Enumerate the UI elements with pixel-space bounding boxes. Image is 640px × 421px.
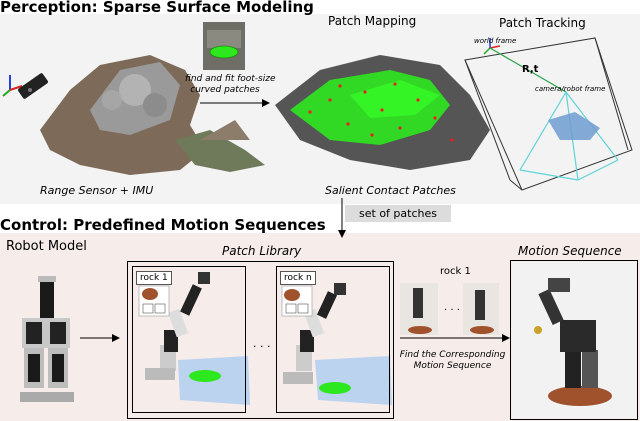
motion-frame-last	[463, 283, 499, 335]
patch-tracking-frame	[464, 37, 633, 191]
patch-library-label: Patch Library	[222, 244, 302, 258]
world-frame-label: world frame	[474, 37, 517, 45]
rock-n-tag: rock n	[280, 271, 316, 285]
patch-library-box	[127, 261, 394, 419]
imu-axes-icon	[2, 75, 23, 97]
find-caption-line-1: Find the Corresponding	[399, 350, 506, 360]
library-ellipsis: . . .	[253, 337, 271, 350]
patch-tracking-label: Patch Tracking	[499, 16, 586, 30]
rock-1-motion-label: rock 1	[440, 266, 471, 277]
rock-1-tag: rock 1	[136, 271, 172, 285]
motion-ellipsis: . . .	[444, 302, 460, 313]
salient-patches-label: Salient Contact Patches	[325, 184, 456, 197]
camera-frame-label: camera/robot frame	[535, 85, 606, 93]
terrain-pointcloud	[40, 55, 265, 175]
motion-sequence-box	[510, 260, 638, 420]
library-entry-1-box	[132, 266, 246, 413]
patch-mapping-cloud	[275, 55, 490, 170]
perception-heading: Perception: Sparse Surface Modeling	[0, 0, 314, 16]
set-of-patches-badge: set of patches	[345, 205, 451, 222]
patch-mapping-label: Patch Mapping	[328, 14, 417, 28]
motion-sequence-label: Motion Sequence	[518, 244, 622, 258]
library-entry-1-graphic	[145, 272, 250, 405]
tracked-cloud	[548, 112, 600, 140]
range-sensor-icon	[18, 73, 48, 99]
library-entry-n-box	[276, 266, 390, 413]
robot-model-figure	[20, 276, 74, 402]
find-caption-line-2: Motion Sequence	[413, 361, 492, 371]
motion-sequence-photo	[512, 262, 636, 418]
fit-caption-line-1: find and fit foot-size	[185, 74, 276, 84]
world-frame-axes	[483, 38, 567, 93]
fit-caption-line-2: curved patches	[190, 85, 260, 95]
motion-frame-first	[400, 283, 438, 335]
range-sensor-label: Range Sensor + IMU	[40, 184, 154, 197]
rock-n-thumbnail	[281, 285, 313, 317]
rt-label: R,t	[522, 64, 539, 75]
library-entry-n-graphic	[283, 283, 392, 405]
control-heading: Control: Predefined Motion Sequences	[0, 216, 326, 234]
robot-model-label: Robot Model	[6, 239, 87, 254]
rock-1-thumbnail	[138, 285, 170, 317]
patch-fit-thumbnail	[203, 22, 245, 70]
